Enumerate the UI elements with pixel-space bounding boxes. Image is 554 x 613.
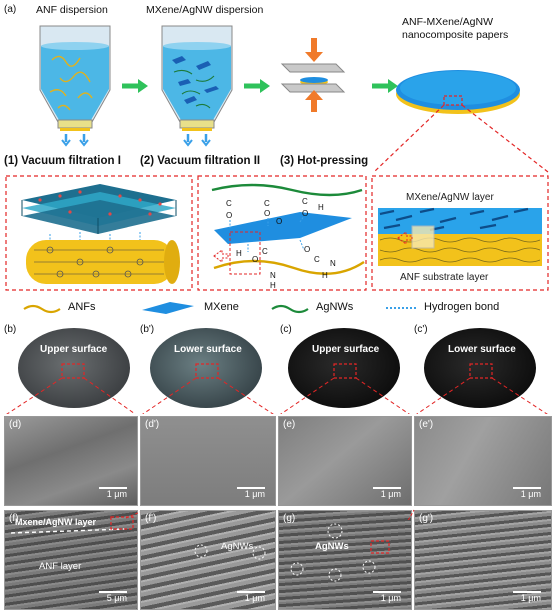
sem-f-scale: 5 μm [106, 593, 127, 603]
sem-e-prime-letter: (e') [419, 419, 434, 430]
sem-d-prime-letter: (d') [145, 419, 160, 430]
svg-text:O: O [252, 255, 258, 264]
sem-e-prime: (e') 1 μm [414, 416, 552, 506]
agnws-legend-icon [271, 304, 309, 314]
sem-f-label-top: Mxene/AgNW layer [15, 517, 97, 527]
sem-g-letter: (g) [283, 513, 296, 524]
svg-text:O: O [304, 245, 310, 254]
mxene-dispersion-title: MXene/AgNW dispersion [146, 4, 264, 16]
sem-g-overlay [290, 523, 390, 582]
sem-e: (e) 1 μm [278, 416, 412, 506]
svg-text:O: O [302, 209, 308, 218]
sem-g-prime-scale: 1 μm [520, 593, 541, 603]
anfs-legend-icon [23, 304, 61, 314]
step-vacuum-filtration-1: (1) Vacuum filtration I [4, 155, 121, 167]
disk-photos [6, 328, 548, 414]
svg-text:H: H [318, 203, 324, 212]
svg-text:O: O [264, 209, 270, 218]
sem-d-prime-scale: 1 μm [244, 489, 265, 499]
svg-text:C: C [226, 199, 232, 208]
layer-structure-icon [378, 207, 542, 266]
panel-b-letter: (b) [4, 324, 17, 335]
svg-text:C: C [314, 255, 320, 264]
disk-upper-b [18, 328, 130, 408]
legend-mxene: MXene [204, 301, 239, 313]
layer-label-top: MXene/AgNW layer [406, 192, 494, 203]
hbond-legend-icon [386, 307, 416, 309]
sem-f-letter: (f) [9, 513, 19, 524]
nanocomposite-paper-icon [396, 70, 520, 114]
paper-title-2: nanocomposite papers [402, 29, 509, 41]
sem-g: (g) AgNWs 1 μm [278, 510, 412, 610]
step-hot-pressing: (3) Hot-pressing [280, 155, 369, 167]
funnel-anf-icon [39, 25, 111, 147]
panel-a-letter: (a) [4, 4, 17, 15]
legend-anfs: ANFs [68, 301, 96, 313]
legend: ANFs MXene AgNWs Hydrogen bond [0, 298, 554, 318]
funnel-mxene-icon [161, 25, 233, 147]
svg-text:H: H [270, 281, 276, 290]
label-upper-surface-c: Upper surface [312, 344, 380, 355]
disk-lower-b [150, 328, 262, 408]
sem-f-prime-letter: (f') [145, 513, 157, 524]
sem-f: (f) Mxene/AgNW layer ANF layer 5 μm [4, 510, 138, 610]
sem-d-prime: (d') 1 μm [140, 416, 276, 506]
layer-label-bottom: ANF substrate layer [400, 272, 489, 283]
paper-title-1: ANF-MXene/AgNW [402, 16, 494, 28]
svg-text:H: H [236, 249, 242, 258]
sem-f-prime: (f') AgNWs 1 μm [140, 510, 276, 610]
label-upper-surface-b: Upper surface [40, 344, 108, 355]
sem-f-prime-overlay [194, 544, 266, 560]
sem-e-letter: (e) [283, 419, 296, 430]
sem-g-label: AgNWs [315, 541, 349, 552]
panel-b-prime-letter: (b') [140, 324, 155, 335]
anf-fiber-icon [26, 232, 180, 284]
step-vacuum-filtration-2: (2) Vacuum filtration II [140, 155, 261, 167]
sem-g-prime-letter: (g') [419, 513, 434, 524]
disk-lower-c [424, 328, 536, 408]
label-lower-surface-c: Lower surface [448, 344, 516, 355]
sem-f-label-bottom: ANF layer [39, 561, 82, 572]
sem-f-prime-label: AgNWs [221, 541, 254, 552]
disk-upper-c [288, 328, 400, 408]
svg-text:O: O [226, 211, 232, 220]
svg-text:N: N [330, 259, 336, 268]
sem-g-prime: (g') 1 μm [414, 510, 552, 610]
svg-text:C: C [302, 197, 308, 206]
svg-text:N: N [270, 271, 276, 280]
anf-dispersion-title: ANF dispersion [36, 4, 108, 16]
mxene-lattice-icon [21, 184, 177, 234]
label-lower-surface-b: Lower surface [174, 344, 242, 355]
sem-d-letter: (d) [9, 419, 22, 430]
svg-text:H: H [322, 271, 328, 280]
panel-c-letter: (c) [280, 324, 292, 335]
hot-press-icon [280, 38, 346, 112]
svg-text:C: C [262, 247, 268, 256]
sem-f-prime-scale: 1 μm [244, 593, 265, 603]
legend-hydrogen-bond: Hydrogen bond [424, 301, 500, 313]
panel-c-prime-letter: (c') [414, 324, 428, 335]
sem-d: (d) 1 μm [4, 416, 138, 506]
sem-d-scale: 1 μm [106, 489, 127, 499]
svg-text:C: C [264, 199, 270, 208]
sem-e-scale: 1 μm [380, 489, 401, 499]
svg-text:O: O [276, 217, 282, 226]
sem-f-overlay [10, 516, 134, 534]
sem-g-scale: 1 μm [380, 593, 401, 603]
sem-e-prime-scale: 1 μm [520, 489, 541, 499]
mxene-legend-icon [142, 302, 194, 314]
row-f-callouts [125, 509, 415, 520]
legend-agnws: AgNWs [316, 301, 354, 313]
